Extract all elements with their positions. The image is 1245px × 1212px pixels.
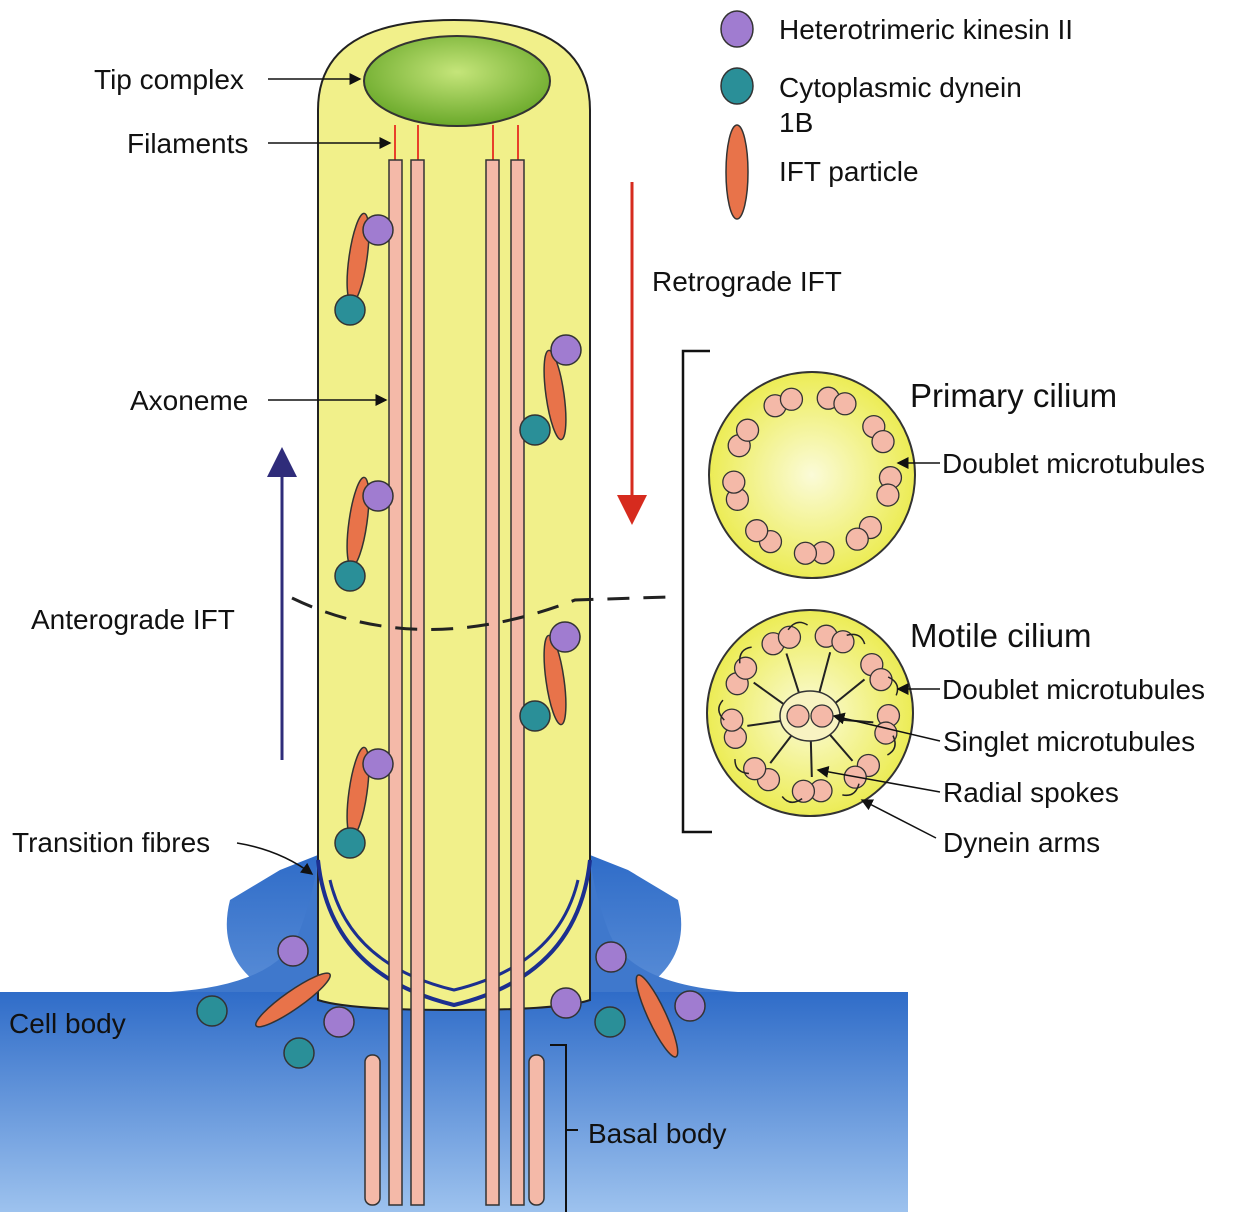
motile-cilium-title: Motile cilium [910,617,1092,654]
doublet-tubule [877,484,899,506]
doublet-tubule [834,393,856,415]
ift-legend-icon [726,125,748,219]
dynein-motor [335,828,365,858]
microtubule [411,160,424,1205]
motile-cilium-section [707,610,913,816]
dynein-motor [335,561,365,591]
kinesin-motor [551,335,581,365]
tip-complex [364,36,550,126]
doublet-tubule [872,431,894,453]
dynein-arms-label: Dynein arms [943,827,1100,858]
doublet-tubule [744,758,766,780]
kinesin-motor [363,215,393,245]
doublet-tubule [737,419,759,441]
radial-spoke [811,741,812,777]
singlet-microtubule [787,705,809,727]
doublet-tubule [875,722,897,744]
filaments-label: Filaments [127,128,248,159]
doublet-tubule [870,669,892,691]
radial-spokes-label: Radial spokes [943,777,1119,808]
dynein-motor [335,295,365,325]
primary-doublet-label: Doublet microtubules [942,448,1205,479]
dynein-particle [197,996,227,1026]
transition-fibres-label: Transition fibres [12,827,210,858]
cell-body-base [0,992,908,1212]
kinesin-particle [324,1007,354,1037]
basal-body-label: Basal body [588,1118,727,1149]
dynein-motor [520,415,550,445]
dynein-legend-icon [721,68,753,104]
legend [721,11,753,219]
kinesin-particle [551,988,581,1018]
doublet-tubule [735,657,757,679]
kinesin-particle [596,942,626,972]
axoneme-label: Axoneme [130,385,248,416]
primary-cilium-section [709,372,915,578]
dynein-motor [520,701,550,731]
retrograde-label: Retrograde IFT [652,266,842,297]
kinesin-motor [550,622,580,652]
tip-complex-label: Tip complex [94,64,244,95]
primary-cilium-title: Primary cilium [910,377,1117,414]
doublet-tubule [746,520,768,542]
doublet-tubule [794,542,816,564]
microtubule [389,160,402,1205]
kinesin-particle [675,991,705,1021]
doublet-tubule [723,471,745,493]
doublet-tubule [792,780,814,802]
singlet-label: Singlet microtubules [943,726,1195,757]
dynein-particle [595,1007,625,1037]
legend-dynein-label: Cytoplasmic dynein [779,72,1022,103]
legend-ift-label: IFT particle [779,156,919,187]
doublet-tubule [778,626,800,648]
motile-doublet-label: Doublet microtubules [942,674,1205,705]
kinesin-particle [278,936,308,966]
legend-kinesin-label: Heterotrimeric kinesin II [779,14,1073,45]
microtubule [511,160,524,1205]
kinesin-motor [363,749,393,779]
singlet-microtubule [811,705,833,727]
legend-dynein-label-2: 1B [779,107,813,138]
cross-section-bracket [683,351,712,832]
anterograde-label: Anterograde IFT [31,604,235,635]
dynein-particle [284,1038,314,1068]
microtubule [486,160,499,1205]
doublet-tubule [780,388,802,410]
cell-body-label: Cell body [9,1008,126,1039]
doublet-tubule [846,528,868,550]
kinesin-legend-icon [721,11,753,47]
kinesin-motor [363,481,393,511]
